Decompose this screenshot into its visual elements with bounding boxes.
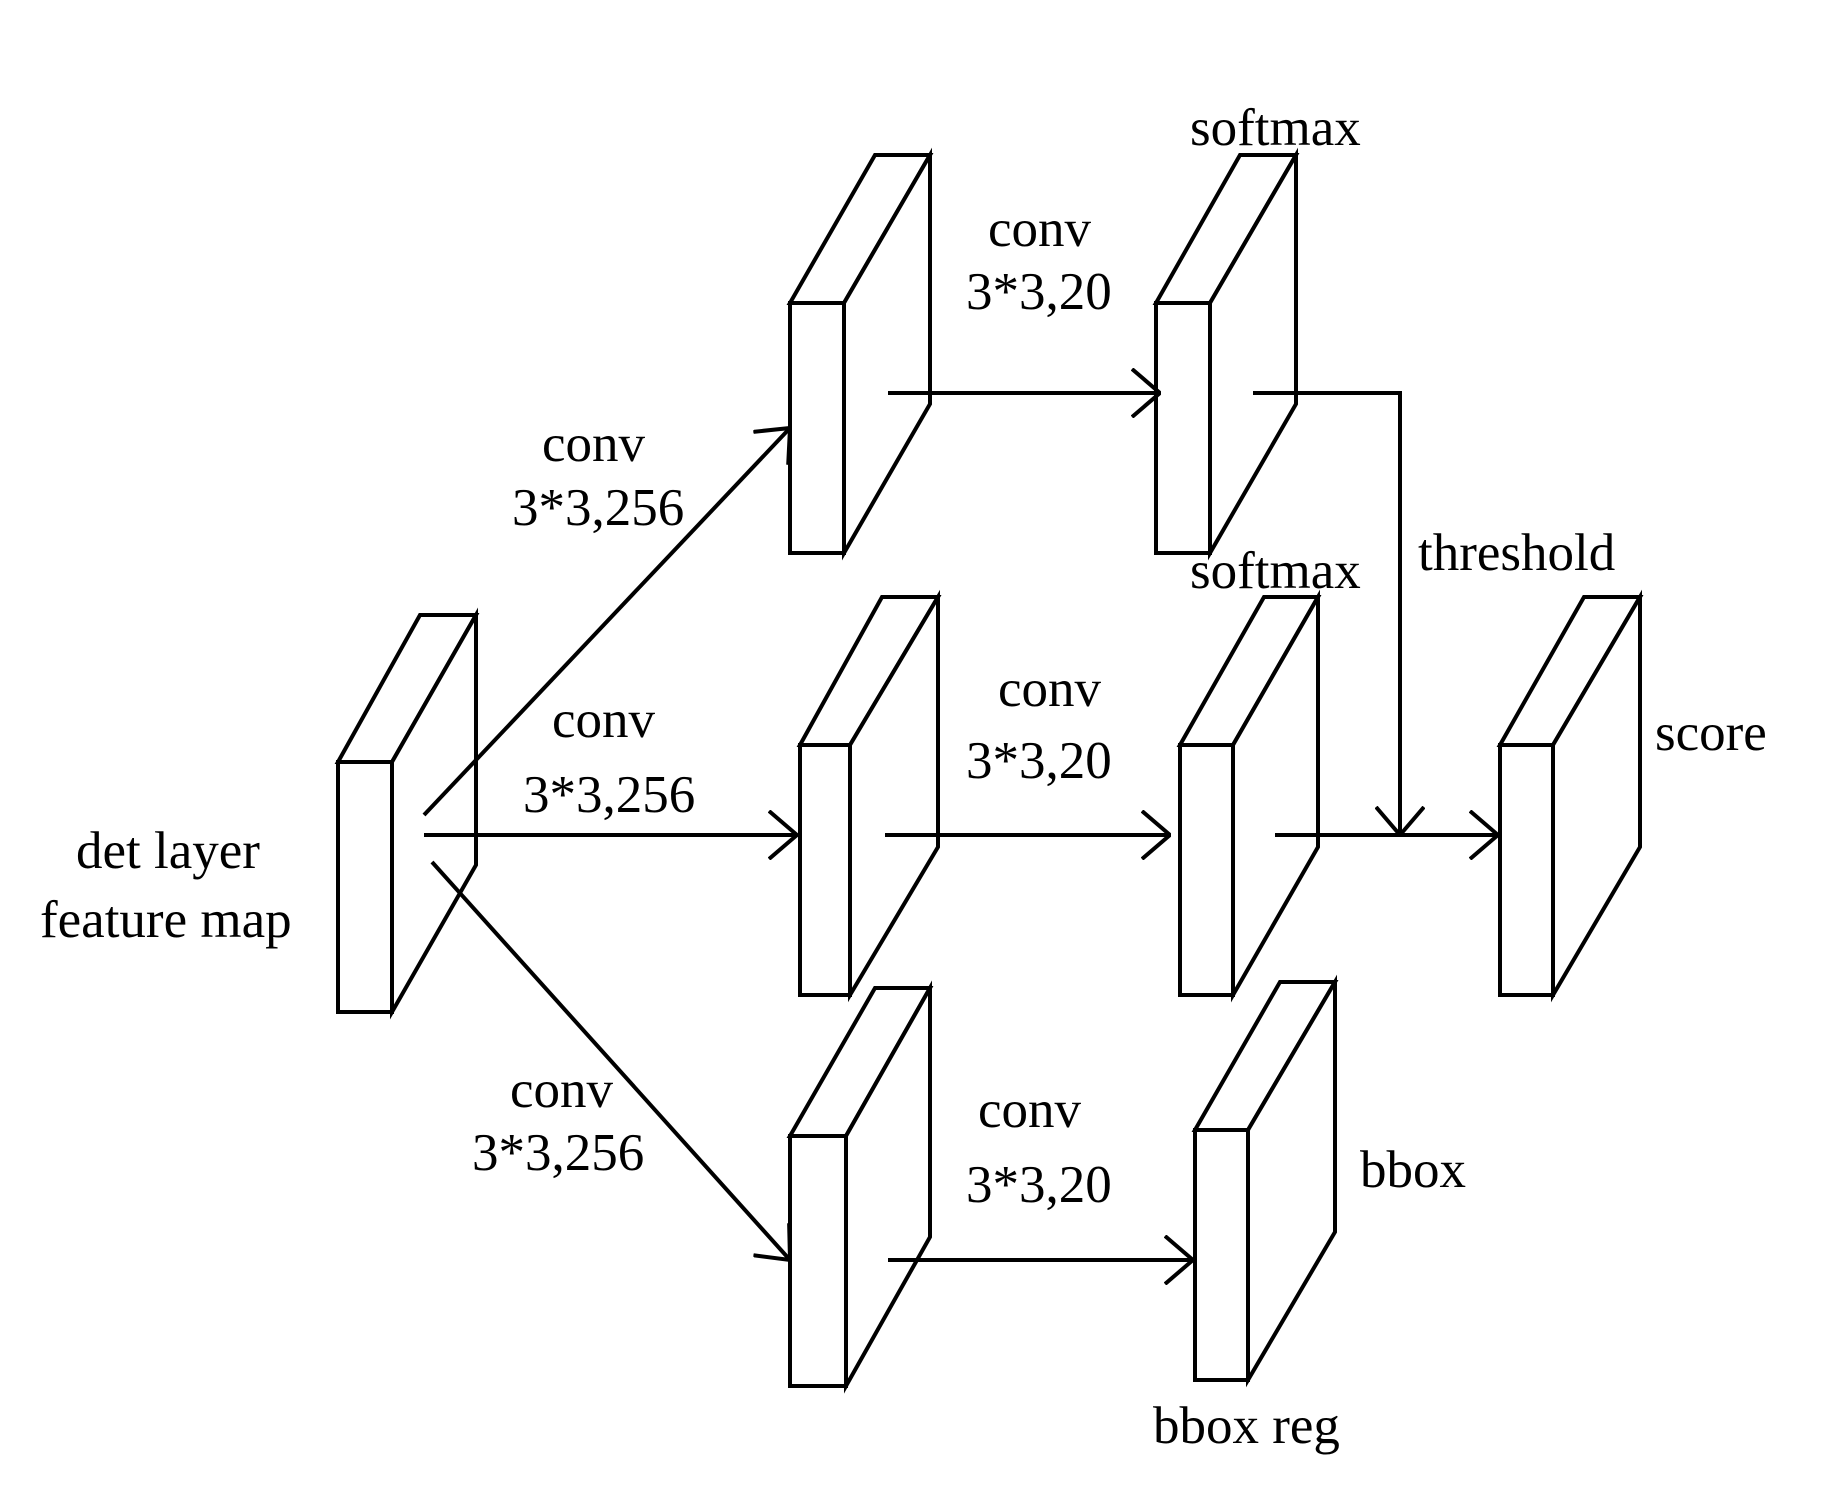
softmax-top-block [1152, 147, 1300, 561]
bbox-reg-block [1191, 974, 1339, 1388]
input-label-line1: det layer [76, 822, 260, 880]
arrow-input-to-conv256-bot [430, 860, 790, 1260]
conv20-top-label-line1: conv [988, 200, 1092, 258]
conv20-bot-label-line2: 3*3,20 [966, 1156, 1112, 1214]
softmax-top-label: softmax [1190, 99, 1361, 157]
conv-bot-label-line1: conv [510, 1061, 614, 1119]
arrow-softmax-top-threshold [1253, 391, 1400, 835]
softmax-mid-label: softmax [1190, 542, 1361, 600]
conv20-mid-label-line2: 3*3,20 [966, 732, 1112, 790]
score-block [1496, 589, 1644, 1003]
conv-bot-label-line2: 3*3,256 [472, 1124, 644, 1182]
conv20-bot-label-line1: conv [978, 1081, 1082, 1139]
conv-mid-label-line2: 3*3,256 [523, 766, 695, 824]
conv256-bot-block [786, 980, 934, 1394]
softmax-mid-block [1176, 589, 1322, 1003]
conv20-mid-label-line1: conv [998, 660, 1102, 718]
conv-top-label-line2: 3*3,256 [512, 479, 684, 537]
conv20-top-label-line2: 3*3,20 [966, 263, 1112, 321]
bbox-reg-label: bbox reg [1153, 1397, 1340, 1455]
conv256-top-block [786, 147, 934, 561]
threshold-label: threshold [1418, 524, 1615, 582]
input-label-line2: feature map [40, 891, 292, 949]
bbox-label: bbox [1360, 1141, 1466, 1199]
conv-mid-label-line1: conv [552, 691, 656, 749]
conv256-mid-block [796, 589, 942, 1003]
arrow-input-to-conv256-top [422, 428, 790, 817]
score-label: score [1655, 704, 1767, 762]
conv-top-label-line1: conv [542, 415, 646, 473]
input-feature-map-block [334, 607, 480, 1020]
